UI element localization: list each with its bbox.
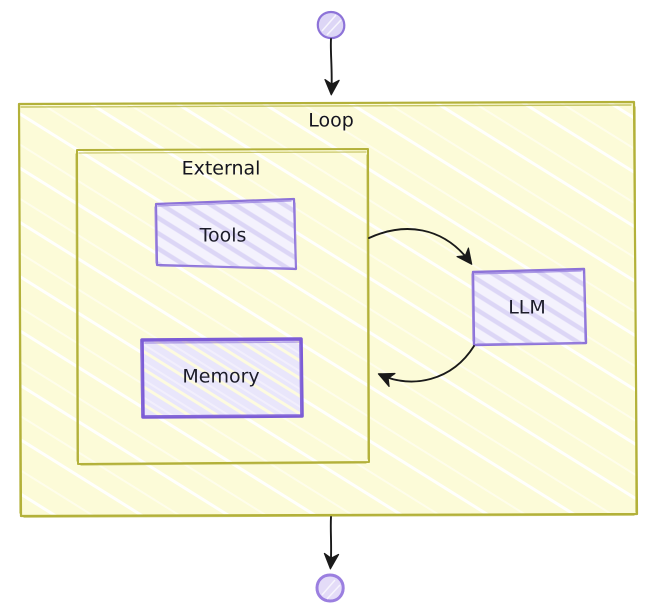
edge-external-to-llm	[368, 228, 473, 265]
node-end[interactable]	[315, 573, 345, 603]
loop-group-label: Loop	[308, 110, 354, 132]
edge-llm-to-external	[377, 345, 475, 388]
llm-node-box	[471, 267, 588, 347]
external-group-label: External	[182, 158, 261, 180]
edge-loop-to-end	[323, 516, 340, 570]
loop-group-box-sketch-overlay	[18, 104, 637, 518]
tools-node-box	[154, 197, 298, 271]
end-node-highlight	[321, 579, 341, 600]
edge-external-to-llm-line	[368, 228, 473, 265]
memory-node-label: Memory	[182, 366, 259, 388]
memory-node-box	[140, 337, 304, 419]
node-llm[interactable]: LLM	[471, 267, 588, 347]
end-node-circle	[315, 573, 345, 603]
llm-node-box-sketch-overlay	[471, 270, 586, 345]
edge-start-to-loop-line	[324, 38, 340, 96]
edge-llm-to-external-line	[377, 345, 475, 388]
start-node-highlight	[321, 14, 342, 36]
node-tools[interactable]: Tools	[154, 197, 298, 271]
tools-node-label: Tools	[199, 225, 247, 247]
group-external[interactable]: External	[75, 148, 370, 466]
external-group-box	[76, 148, 370, 465]
node-memory[interactable]: Memory	[140, 337, 304, 419]
tools-node-box-sketch-overlay	[154, 200, 297, 269]
llm-node-label: LLM	[508, 297, 546, 319]
external-group-box-sketch-overlay	[75, 151, 369, 466]
memory-node-box-sketch-overlay	[140, 341, 302, 417]
edge-loop-to-end-line	[323, 516, 340, 570]
node-start[interactable]	[316, 10, 346, 40]
edge-start-to-loop	[324, 38, 340, 96]
start-node-circle	[316, 10, 346, 40]
